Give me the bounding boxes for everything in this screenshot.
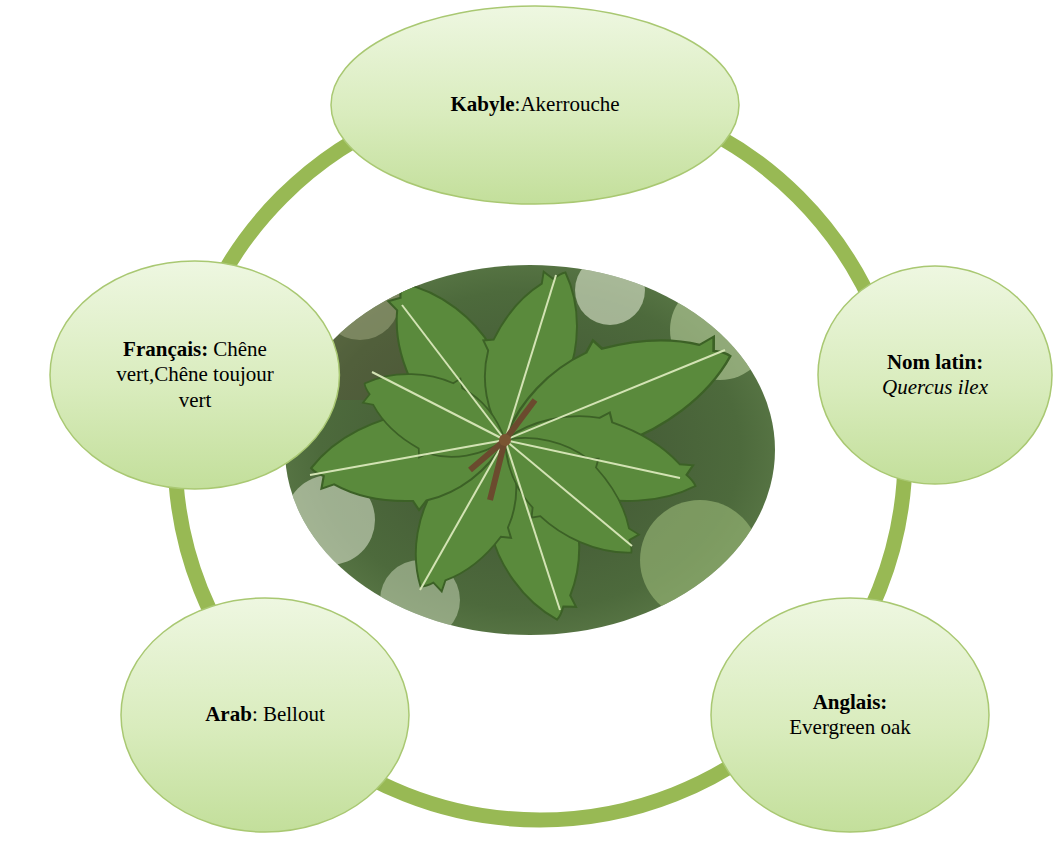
ellipse-shape (331, 6, 739, 204)
ellipse-shape (121, 598, 409, 832)
ellipse-shape (50, 261, 339, 489)
name-ellipse: Anglais:Evergreen oak (710, 597, 990, 833)
plant-name: :Akerrouche (515, 92, 620, 116)
plant-name: Evergreen oak (789, 715, 910, 740)
language-label: Anglais: (789, 690, 910, 715)
name-ellipse: Kabyle:Akerrouche (330, 5, 740, 205)
language-label: Nom latin: (882, 350, 988, 375)
plant-name: : Bellout (252, 702, 325, 726)
ellipse-shape (711, 598, 989, 832)
language-label: Arab (205, 702, 252, 726)
name-ellipse: Français:Chêne vert,Chêne toujour vert (49, 260, 340, 490)
name-ellipse: Nom latin:Quercus ilex (817, 265, 1053, 485)
oak-leaf-photo (280, 255, 780, 640)
ellipse-shape (818, 266, 1052, 484)
plant-name: Quercus ilex (882, 375, 988, 400)
name-ellipse: Arab: Bellout (120, 597, 410, 833)
language-label: Kabyle (450, 92, 514, 116)
language-label: Français: (123, 337, 208, 361)
